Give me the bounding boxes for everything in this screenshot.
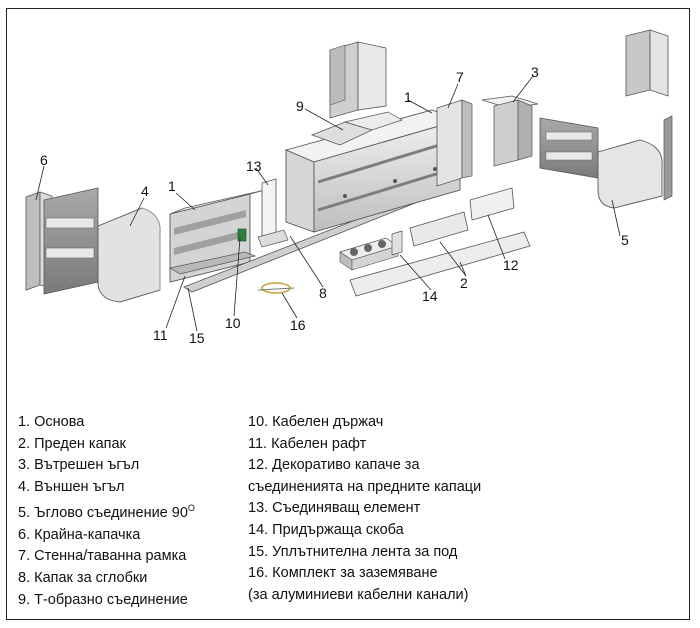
- part-cable-shelf: [169, 251, 257, 275]
- legend-item: (за алуминиеви кабелни канали): [248, 586, 469, 603]
- callout-10: 10: [225, 315, 241, 331]
- legend-item: 6. Крайна-капачка: [18, 526, 141, 543]
- legend-item: 16. Комплект за заземяване: [248, 565, 438, 582]
- part-decorative-cap: [469, 187, 515, 221]
- legend-left: 1. Основа 2. Преден капак 3. Вътрешен ъг…: [18, 412, 195, 611]
- callout-8: 8: [319, 285, 327, 301]
- legend-item: 14. Придържаща скоба: [248, 521, 404, 538]
- legend-item: 12. Декоративо капаче за съединенията на…: [248, 457, 482, 495]
- legend-item: 15. Уплътнителна лента за под: [248, 543, 458, 560]
- part-end-piece-top-left: [329, 44, 346, 106]
- legend-item: 4. Външен ъгъл: [18, 478, 125, 495]
- legend-right: 10. Кабелен държач 11. Кабелен рафт 12. …: [248, 412, 484, 606]
- callout-3: 3: [531, 64, 539, 80]
- callout-7: 7: [456, 69, 464, 85]
- figure-frame: [6, 8, 690, 620]
- legend-item: 10. Кабелен държач: [248, 414, 384, 430]
- callout-15: 15: [189, 330, 205, 346]
- leader-lines: [35, 75, 621, 332]
- part-base-left: [43, 187, 99, 295]
- part-front-cover-lower: [349, 231, 531, 297]
- part-wall-frame: [436, 99, 473, 187]
- callout-16: 16: [290, 317, 306, 333]
- callout-11: 11: [153, 327, 168, 343]
- part-corner-joint-90: [597, 115, 673, 209]
- legend-item: 7. Стенна/таванна рамка: [18, 548, 187, 565]
- legend-item: 5. Ъглово съединение 90O: [18, 498, 195, 524]
- legend-item: 11. Кабелен рафт: [248, 435, 367, 452]
- part-outer-corner: [97, 207, 161, 303]
- exploded-diagram: 6 4 1 1 7 3 9 13 5 8 10 11 15 16 14 12 2: [25, 29, 673, 346]
- legend-item: 1. Основа: [18, 414, 85, 430]
- part-front-cover-upper: [409, 211, 469, 247]
- callout-5: 5: [621, 232, 629, 248]
- callout-2: 2: [460, 275, 468, 291]
- callout-6: 6: [40, 152, 48, 168]
- part-main-duct: [284, 109, 462, 233]
- callout-9: 9: [296, 98, 304, 114]
- part-inner-corner: [481, 95, 539, 167]
- part-end-piece-top-right: [625, 29, 669, 97]
- legend-item: 3. Вътрешен ъгъл: [18, 457, 140, 474]
- legend-item: 8. Капак за сглобки: [18, 569, 148, 586]
- legend-item-text: 5. Ъглово съединение 90: [18, 505, 188, 522]
- callout-12: 12: [503, 257, 519, 273]
- legend-item: 2. Преден капак: [18, 435, 126, 452]
- part-base-right: [539, 117, 599, 179]
- part-grounding-kit: [257, 282, 295, 294]
- callout-1-left: 1: [168, 178, 176, 194]
- legend-item: 9. Т-образно съединение: [18, 591, 188, 608]
- part-holding-bracket: [391, 230, 403, 256]
- callout-1-main: 1: [404, 89, 412, 105]
- callout-13: 13: [246, 158, 262, 174]
- callout-14: 14: [422, 288, 438, 304]
- legend-item: 13. Съединяващ елемент: [248, 500, 421, 517]
- part-connecting-element: [257, 178, 289, 248]
- part-cable-holder: [237, 228, 247, 242]
- callout-4: 4: [141, 183, 149, 199]
- part-socket-block: [339, 237, 399, 271]
- degree-mark: O: [187, 503, 195, 514]
